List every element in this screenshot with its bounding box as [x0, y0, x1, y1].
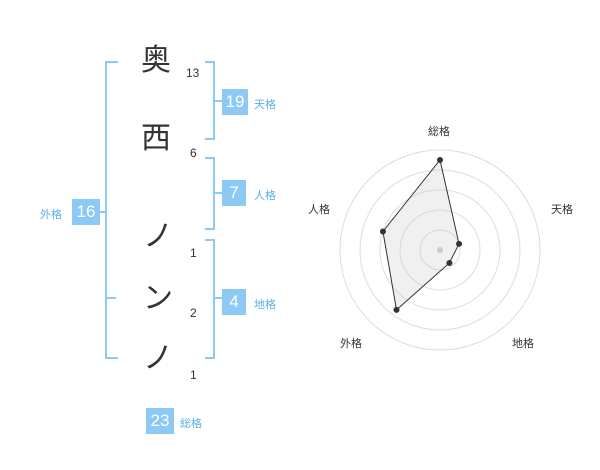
radar-series-polygon — [382, 158, 460, 311]
radar-center-dot — [437, 247, 443, 253]
radar-axis-label-jinkaku: 人格 — [308, 203, 330, 216]
soukaku-label: 総格 — [180, 417, 202, 430]
stroke-count-3: 1 — [190, 246, 197, 260]
radar-ring — [419, 229, 461, 271]
jinkaku-label: 人格 — [254, 189, 276, 202]
soukaku-badge: 23 — [146, 408, 174, 434]
stroke-count-1: 13 — [186, 66, 200, 80]
radar-ring — [379, 189, 501, 311]
radar-points — [379, 157, 463, 313]
radar-point — [437, 157, 443, 163]
jinkaku-badge: 7 — [222, 180, 246, 206]
gaikaku-label: 外格 — [40, 208, 62, 221]
radar-axis-label-tenkaku: 天格 — [551, 203, 573, 216]
radar-point — [379, 228, 386, 235]
tenkaku-badge: 19 — [222, 89, 248, 115]
radar-axis-label-soukaku: 総格 — [428, 125, 450, 138]
name-char-1: 奥 — [141, 43, 171, 78]
radar-axis-label-chikaku: 地格 — [512, 337, 534, 350]
radar-point — [446, 259, 453, 266]
name-char-2: 西 — [141, 121, 171, 156]
gaikaku-badge: 16 — [72, 199, 100, 225]
name-char-3: ノ — [143, 219, 173, 254]
chikaku-badge: 4 — [222, 289, 246, 315]
radar-ring — [359, 169, 521, 331]
name-char-4: ン — [143, 281, 173, 316]
stroke-count-5: 1 — [190, 368, 197, 382]
radar-point — [393, 306, 400, 313]
name-char-5: ノ — [143, 341, 173, 376]
radar-point — [456, 240, 463, 247]
radar-ring — [399, 209, 481, 291]
stroke-count-4: 2 — [190, 306, 197, 320]
chikaku-label: 地格 — [254, 298, 276, 311]
gaikaku-bracket — [105, 61, 118, 359]
radar-axis-label-gaikaku: 外格 — [340, 337, 362, 350]
stroke-count-2: 6 — [190, 146, 197, 160]
tenkaku-label: 天格 — [254, 98, 276, 111]
radar-rings — [339, 149, 541, 351]
radar-ring — [339, 149, 541, 351]
